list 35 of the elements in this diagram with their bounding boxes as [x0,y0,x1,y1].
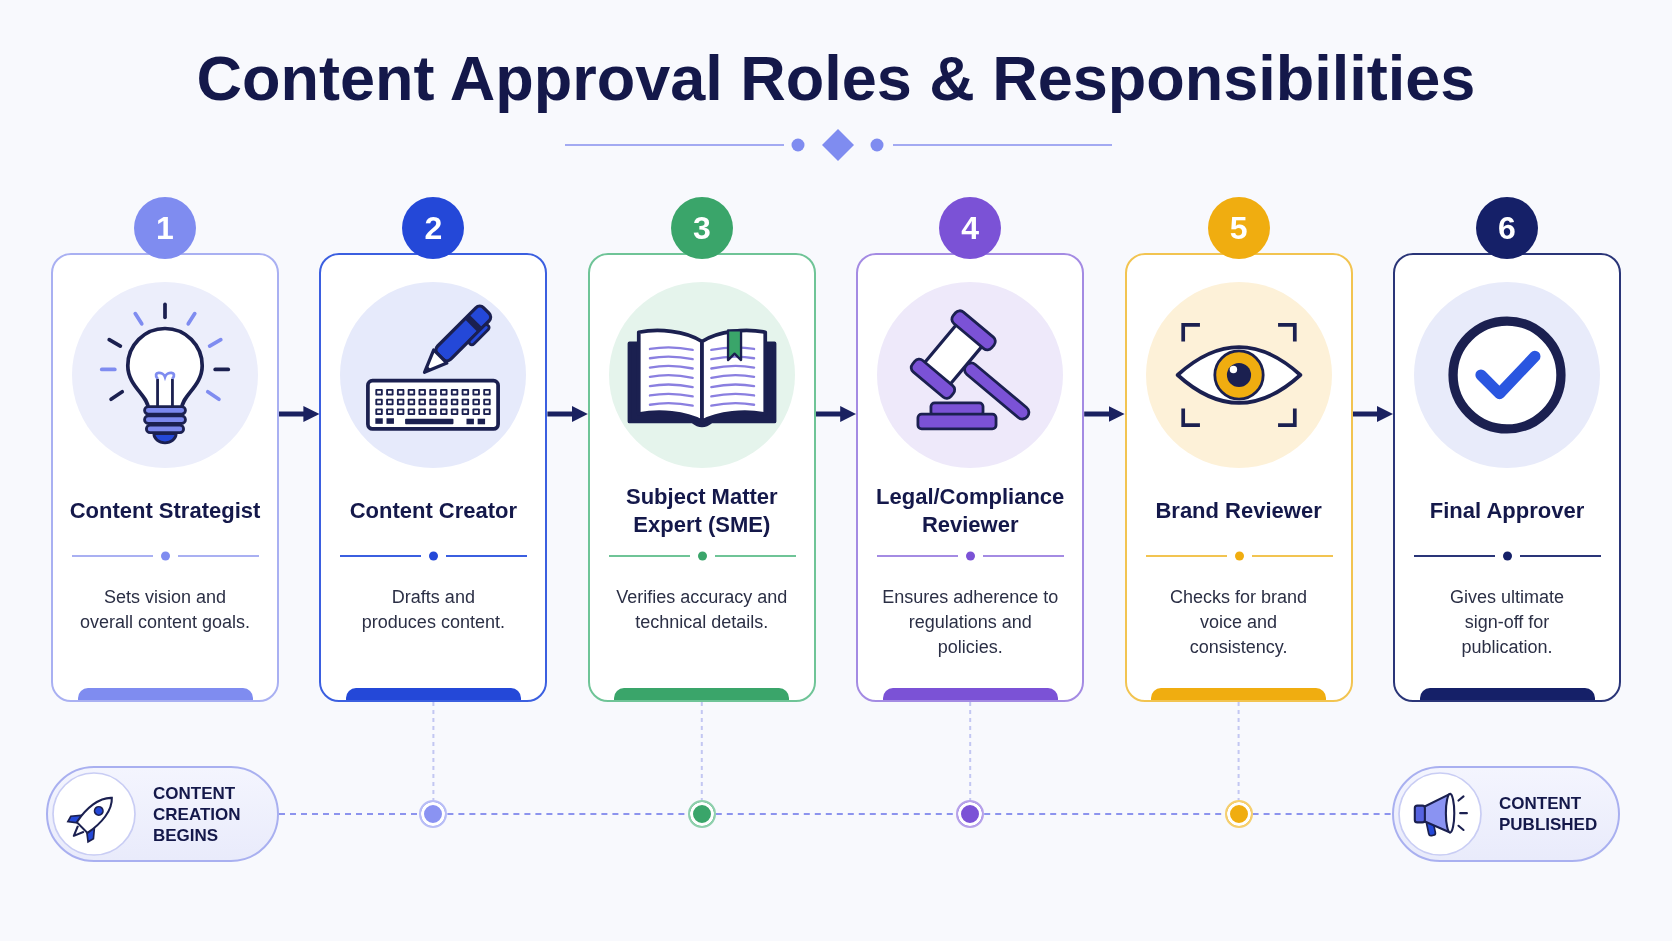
arrow [1352,406,1393,422]
milestone-label: CONTENT PUBLISHED [1499,793,1599,835]
connector-line [1237,701,1240,801]
role-title: Brand Reviewer [1155,497,1322,525]
role-description: Checks for brand voice and consistency. [1169,586,1309,659]
connector-line [700,701,703,801]
connector-line [969,701,972,801]
milestone-label: CONTENT CREATION BEGINS [153,782,242,846]
role-description: Ensures adherence to regulations and policies. [881,586,1060,659]
role-title: Legal/Compliance Reviewer [875,483,1066,539]
page-title: Content Approval Roles & Responsibilities [196,42,1476,114]
step-badge: 4 [939,197,1002,259]
timeline-dot [956,800,985,828]
role-title: Content Strategist [69,497,261,525]
timeline-line [1251,813,1393,815]
role-description: Sets vision and overall content goals. [78,586,252,634]
step-badge: 1 [134,197,196,259]
step-badge: 3 [670,197,733,259]
connector-line [432,701,435,801]
arrow [279,406,320,422]
arrow [815,406,857,422]
role-title: Subject Matter Expert (SME) [625,483,779,539]
arrow [1084,406,1125,422]
step-badge: 2 [402,197,465,259]
role-description: Drafts and produces content. [360,586,506,634]
timeline-dot [419,800,448,828]
arrow [547,406,588,422]
step-badge: 6 [1476,197,1538,259]
role-description: Gives ultimate sign-off for publication. [1448,586,1565,659]
timeline-dot [687,800,716,828]
timeline-dot [1224,800,1253,828]
role-title: Final Approver [1429,497,1585,525]
role-title: Content Creator [349,497,518,525]
step-badge: 5 [1207,197,1270,259]
role-description: Verifies accuracy and technical details. [615,586,789,634]
